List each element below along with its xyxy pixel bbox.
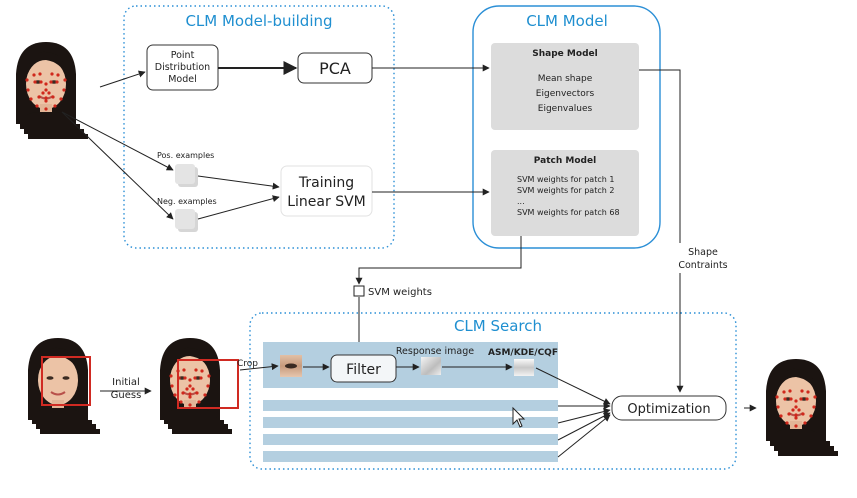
model-building-title: CLM Model-building <box>185 12 332 30</box>
shape-model-panel: Shape Model Mean shape Eigenvectors Eige… <box>491 43 639 130</box>
crop-label: Crop <box>237 359 258 369</box>
shape-constraints-label: Contraints <box>678 260 727 271</box>
initial-guess-label: Initial <box>112 377 140 388</box>
svm-weights-box <box>353 285 365 297</box>
clm-model-title: CLM Model <box>526 12 608 30</box>
shape-constraints-connector <box>639 69 684 393</box>
mouse-pointer-icon <box>512 406 526 428</box>
initial-guess-box <box>177 359 239 409</box>
pdm-line: Model <box>168 74 197 85</box>
optimization-label: Optimization <box>627 402 710 417</box>
pdm-line: Point <box>171 50 195 61</box>
neg-examples-label: Neg. examples <box>157 197 217 206</box>
search-band <box>263 451 558 462</box>
svm-weights-label: SVM weights <box>368 287 432 298</box>
filter-label: Filter <box>346 362 381 378</box>
model-building-region <box>123 5 395 249</box>
clm-search-region <box>249 312 737 470</box>
patch-model-item: SVM weights for patch 68 <box>517 208 620 217</box>
model-building-arrows <box>61 61 490 220</box>
search-band <box>263 434 558 445</box>
face-detection-box <box>41 356 91 406</box>
response-image-thumb <box>421 357 441 375</box>
response-image-label: Response image <box>396 346 474 357</box>
search-band <box>263 417 558 428</box>
filter-node: Filter <box>330 354 397 383</box>
pdm-line: Distribution <box>155 62 210 73</box>
pos-examples-label: Pos. examples <box>157 151 214 160</box>
cropped-patch <box>280 355 302 377</box>
shape-constraints-label: Shape <box>688 247 718 258</box>
neg-examples-stack <box>175 209 198 232</box>
patch-model-item: SVM weights for patch 2 <box>517 186 614 195</box>
shape-model-item: Eigenvectors <box>536 89 595 99</box>
training-svm-node: Training Linear SVM <box>280 165 373 217</box>
clm-search-title: CLM Search <box>454 317 542 335</box>
clm-model-region <box>472 5 661 249</box>
patch-model-title: Patch Model <box>534 156 596 166</box>
pca-node: PCA <box>297 52 373 84</box>
patch-model-panel: Patch Model SVM weights for patch 1 SVM … <box>491 150 639 236</box>
asm-kde-cqf-label: ASM/KDE/CQF <box>488 348 558 358</box>
patch-model-item: SVM weights for patch 1 <box>517 175 614 184</box>
shape-model-item: Eigenvalues <box>538 104 593 114</box>
pca-label: PCA <box>319 59 351 78</box>
pos-examples-stack <box>175 164 198 187</box>
point-distribution-model-node: Point Distribution Model <box>146 44 219 91</box>
patch-model-item: ... <box>517 197 525 206</box>
input-face-stack <box>21 335 107 435</box>
training-svm-line: Linear SVM <box>287 194 366 210</box>
training-svm-line: Training <box>298 175 354 191</box>
initial-guess-label: Guess <box>111 390 142 401</box>
training-face-stack <box>9 39 95 140</box>
optimization-node: Optimization <box>611 395 727 421</box>
output-face-stack <box>759 356 845 457</box>
search-band <box>263 400 558 411</box>
initial-guess-face-stack <box>153 335 239 435</box>
optimization-inputs <box>535 367 611 458</box>
shape-model-item: Mean shape <box>538 74 593 84</box>
shape-model-title: Shape Model <box>532 49 597 59</box>
asm-kde-cqf-thumb <box>514 359 534 376</box>
